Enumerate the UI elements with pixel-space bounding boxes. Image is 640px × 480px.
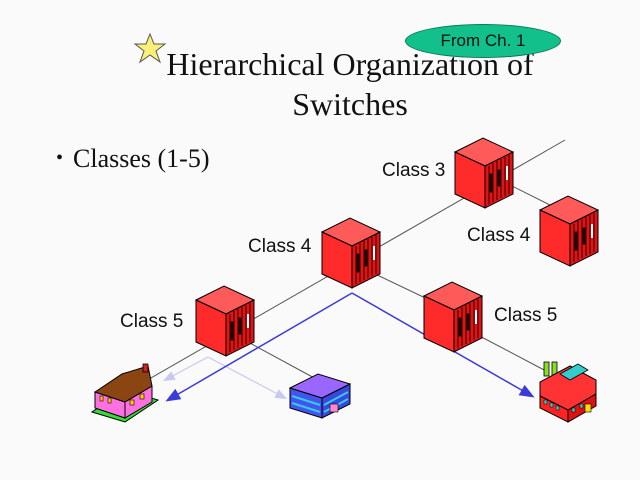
from-chapter-badge: From Ch. 1 (405, 24, 561, 58)
switch-class4b (539, 195, 599, 267)
house-icon (90, 363, 160, 423)
switch-class5a (195, 285, 255, 357)
faint-call-path (162, 356, 288, 400)
label-class5a: Class 5 (120, 311, 184, 332)
star-icon (133, 32, 167, 64)
title-line-2: Switches (292, 86, 408, 122)
office-building-icon (288, 373, 352, 419)
label-class3: Class 3 (382, 160, 446, 181)
factory-icon (539, 361, 597, 423)
label-class4b: Class 4 (467, 225, 531, 246)
switch-class5b (423, 281, 483, 353)
bullet-dot: • (56, 147, 64, 169)
bullet-item: • Classes (1-5) (56, 144, 210, 174)
switch-class4a (321, 217, 381, 289)
link-class5b-factory (471, 331, 549, 373)
label-class4a: Class 4 (248, 236, 312, 257)
switch-class3 (454, 137, 514, 209)
bullet-text: Classes (1-5) (73, 144, 210, 173)
slide-title: Hierarchical Organization of Switches (100, 44, 600, 124)
label-class5b: Class 5 (494, 305, 558, 326)
